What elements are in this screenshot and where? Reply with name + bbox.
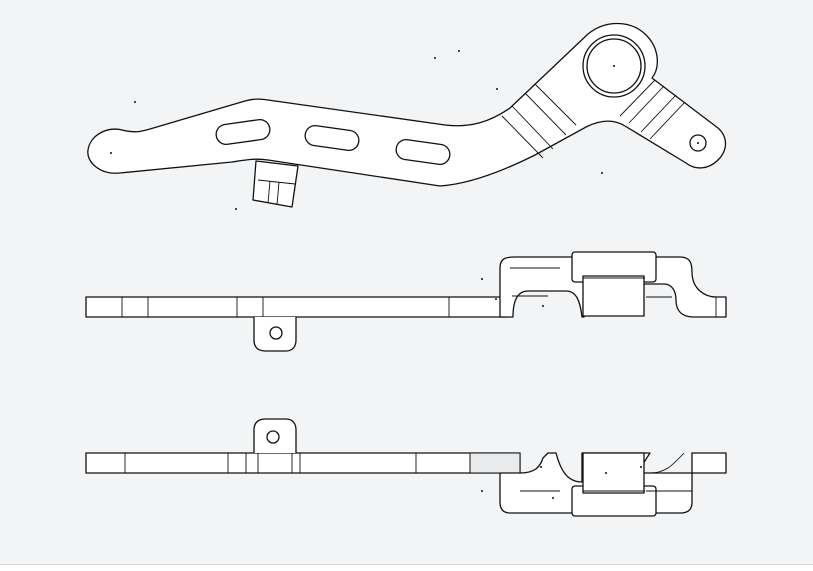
point	[481, 278, 483, 280]
bottom-bar-divisions	[124, 453, 417, 473]
lever-tab-lines	[257, 179, 296, 206]
front-view-lever	[85, 251, 727, 352]
point	[613, 65, 615, 67]
bottom-view-lever	[85, 418, 727, 517]
bottom-tab	[253, 418, 297, 453]
viewport-bottom-border	[0, 564, 813, 571]
neck-bend-lines	[501, 79, 686, 159]
point	[542, 305, 544, 307]
slot-3	[395, 138, 451, 166]
front-tab	[253, 317, 297, 352]
point	[640, 466, 642, 468]
end-hole	[689, 134, 707, 152]
front-tab-hole	[269, 326, 283, 340]
lightening-slots	[215, 118, 451, 166]
front-bar	[85, 296, 507, 318]
bottom-detail-lines	[520, 452, 692, 492]
front-bar-divisions	[121, 297, 450, 317]
point	[134, 101, 136, 103]
front-raised-section	[499, 256, 727, 318]
point	[496, 88, 498, 90]
front-boss-body	[582, 275, 645, 317]
slot-2	[304, 124, 360, 152]
bottom-bar	[85, 452, 521, 474]
slot-1	[215, 118, 271, 146]
point	[601, 172, 603, 174]
lever-tab	[252, 160, 299, 208]
point	[495, 298, 497, 300]
point	[540, 466, 542, 468]
point	[605, 472, 607, 474]
point	[434, 57, 436, 59]
point	[481, 490, 483, 492]
lever-outline	[87, 22, 727, 187]
point	[458, 50, 460, 52]
front-detail-lines	[510, 267, 717, 317]
point	[235, 208, 237, 210]
top-view-lever	[87, 22, 727, 210]
point	[697, 142, 699, 144]
point	[110, 152, 112, 154]
bottom-boss-body	[582, 452, 645, 494]
pivot-boss-inner	[586, 38, 642, 94]
bottom-bar-shaded	[469, 452, 521, 474]
bottom-tab-lines	[257, 453, 293, 473]
point	[552, 497, 554, 499]
bottom-tab-hole	[266, 430, 280, 444]
